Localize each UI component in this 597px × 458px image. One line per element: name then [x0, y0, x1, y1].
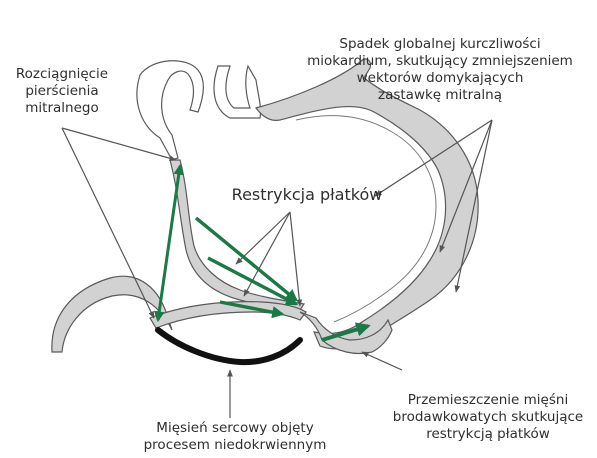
label-global-contractility: Spadek globalnej kurczliwości miokardium… — [292, 36, 588, 104]
septal-wall — [170, 160, 304, 310]
ischemic-segment — [158, 330, 300, 362]
posterior-leaflet — [150, 302, 306, 328]
label-ischemic-myocardium: Mięsień sercowy objęty procesem niedokrw… — [130, 420, 340, 454]
label-annulus-dilation: Rozciągnięcie pierścienia mitralnego — [2, 66, 122, 117]
label-papillary-displacement: Przemieszczenie mięśni brodawkowatych sk… — [380, 392, 596, 443]
pointer-leaflet-3 — [290, 212, 300, 306]
right-upper-vessel — [214, 66, 261, 118]
left-atrium-wall — [52, 276, 172, 352]
label-leaflet-restriction: Restrykcja płatków — [222, 185, 392, 204]
aortic-root — [137, 61, 203, 160]
pointer-papillary — [362, 352, 402, 370]
green-arrow-annulus — [158, 166, 180, 320]
pointer-leaflet-2 — [244, 212, 290, 296]
